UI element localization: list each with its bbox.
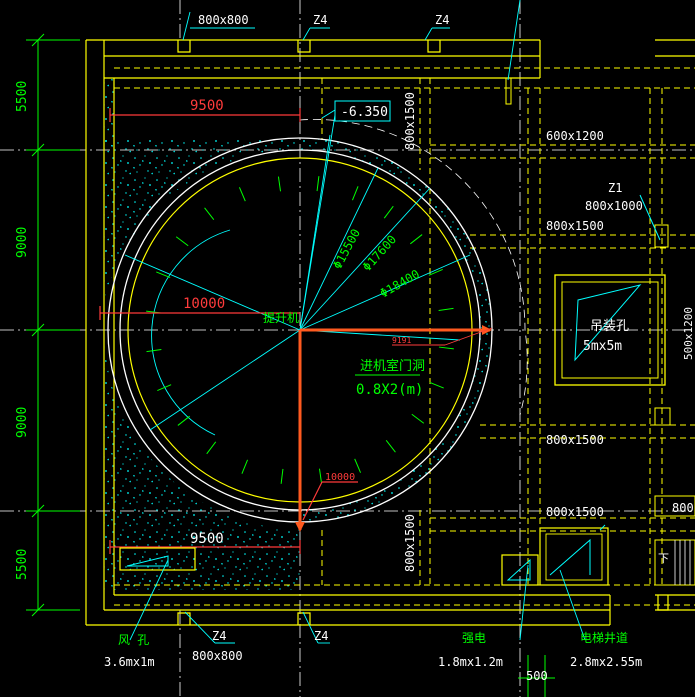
diameter-3: Φ18400 [378,267,423,301]
diameter-2: Φ17600 [360,232,399,274]
dim-500-label: 500 [526,669,548,683]
vert-beam-top: 800x1500 [403,92,417,150]
label-leaders [182,11,606,644]
elevator-label: 电梯井道 [580,631,628,645]
radial-tick [146,348,162,353]
radius-arrows [298,328,490,530]
red-dimensions [99,108,358,554]
power-room [501,554,539,641]
stair-hatch [674,540,691,585]
dim-left-2: 9000 [15,227,30,258]
vent-size: 3.6mx1m [104,655,155,669]
radial-tick [351,186,359,201]
radial-tick [383,205,394,219]
top-z4-b: Z4 [435,13,449,27]
radius-top-label: 9500 [190,98,224,114]
bottom-z4-b: Z4 [314,629,328,643]
side-right-label: 500x1200 [682,307,695,360]
radial-leaders [124,114,471,431]
small-opening-top [505,77,512,105]
vert-beam-bottom: 800x1500 [403,514,417,572]
radial-tick [354,458,362,473]
radial-tick [280,468,284,484]
radial-tick [428,268,443,276]
left-dimension-chain [26,33,80,617]
radial-tick [177,415,190,426]
small-opening-leader [507,0,521,81]
radial-tick [410,234,423,245]
elevation-box [321,100,391,122]
z1-column [639,194,669,248]
radial-tick [429,381,444,389]
radial-tick [238,187,246,202]
column-notches [177,40,669,625]
radial-tick [241,459,249,474]
top-col-size: 800x800 [198,13,249,27]
power-label: 强电 [462,631,486,645]
hoist-hole-label: 吊装孔 [590,319,629,334]
radius-bottom-label: 9500 [190,531,224,547]
bottom-col-size: 800x800 [192,649,243,663]
power-size: 1.8mx1.2m [438,655,503,669]
dim-left-4: 5500 [15,549,30,580]
door-size: 0.8X2(m) [356,382,423,398]
radius-left-label: 10000 [183,296,225,312]
small-dim-leader [392,327,493,346]
elevator-size: 2.8mx2.55m [570,655,642,669]
elevator-shaft [539,527,609,641]
beam-2-label: 800x1500 [546,219,604,233]
elevation-label: -6.350 [341,105,388,120]
beam-4-label: 800x1500 [546,505,604,519]
diameter-1: Φ15500 [330,227,363,272]
bottom-z4-a: Z4 [212,629,226,643]
radial-tick [204,207,215,220]
small-dim-label: 9191 [392,336,411,345]
edge-x-label: 下 [658,552,669,565]
z1-size-label: 800x1000 [585,199,643,213]
concrete-hatch [103,78,492,590]
radial-tick [411,413,425,424]
radial-tick [438,307,454,312]
vent-opening [119,547,196,641]
radial-tick [316,176,320,192]
vent-label: 风 孔 [118,633,149,647]
radial-tick [175,236,189,247]
radial-tick [157,384,172,392]
top-z4-a: Z4 [313,13,327,27]
beam-1-label: 600x1200 [546,129,604,143]
door-label: 进机室门洞 [360,358,425,374]
radius-bottom-leader-label: 10000 [325,472,355,483]
beam-lines [114,67,695,606]
radial-tick [206,441,217,455]
radial-tick [156,271,171,279]
radial-tick [318,468,323,484]
radial-tick [438,346,454,350]
hoist-hole [554,274,666,386]
edge-800-label: 800 [672,501,694,515]
bottom-dim-500 [518,655,555,697]
dim-left-1: 5500 [15,81,30,112]
dim-left-3: 9000 [15,407,30,438]
radial-tick [277,176,282,192]
beam-3-label: 800x1500 [546,433,604,447]
center-label: 提升机 [263,310,299,325]
hoist-size-label: 5mx5m [583,339,622,354]
radial-tick [385,440,396,453]
z1-label: Z1 [608,181,622,195]
